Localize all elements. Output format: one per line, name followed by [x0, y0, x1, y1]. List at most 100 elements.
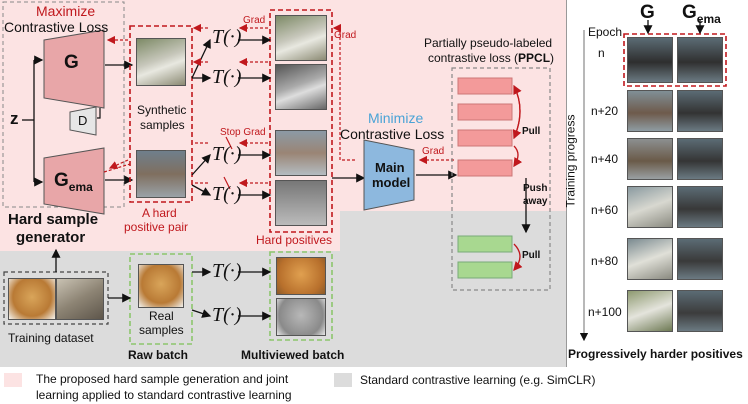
- discriminator-label: D: [78, 113, 88, 128]
- multiview-dog-2-image: [276, 298, 326, 336]
- panel-divider: [566, 0, 567, 367]
- progress-gema-row4: [677, 186, 723, 228]
- progress-gema-row1: [677, 37, 723, 83]
- maximize-loss-label: Contrastive Loss: [4, 19, 109, 35]
- transform-6: T(·): [212, 304, 242, 326]
- generator-g-shape: [43, 29, 105, 109]
- pull-label-2: Pull: [522, 250, 541, 261]
- hard-positives-box: [269, 9, 333, 233]
- progress-g-row6: [627, 290, 673, 332]
- progressively-harder-label: Progressively harder positives: [568, 347, 743, 361]
- main-model-shape: [363, 139, 415, 211]
- training-progress-label: Training progress: [563, 114, 578, 208]
- multiview-batch-label: Multiviewed batch: [241, 348, 345, 362]
- progress-gema-row5: [677, 238, 723, 280]
- pull-arc-1b: [513, 84, 522, 139]
- transform-2: T(·): [212, 66, 242, 88]
- multiview-box: [269, 251, 333, 341]
- stop-cross: [225, 136, 233, 150]
- multiview-dog-1-image: [276, 257, 326, 295]
- first-row-highlight: [623, 33, 727, 87]
- right-gema-header: Gema: [682, 2, 721, 26]
- ppcl-title-2: contrastive loss (PPCL): [428, 51, 555, 65]
- grad-main-to-hp: [332, 23, 355, 161]
- epoch-n40: n+40: [591, 152, 619, 166]
- main-model-label-2: model: [372, 175, 411, 190]
- progress-gema-row3: [677, 138, 723, 180]
- grad-back-gema: [108, 159, 129, 169]
- generator-gema-label: Gema: [54, 170, 93, 194]
- g-to-d: [97, 108, 101, 119]
- training-dataset-label: Training dataset: [8, 331, 94, 345]
- dataset-cat-image: [56, 278, 104, 320]
- standard-region: [340, 211, 566, 367]
- arrow-syn1-t2: [191, 38, 211, 79]
- legend-gray-text: Standard contrastive learning (e.g. SimC…: [360, 373, 596, 387]
- legend-pink-text: The proposed hard sample generation and …: [36, 372, 289, 386]
- stop-cross2: [223, 176, 231, 190]
- epoch-n100: n+100: [588, 305, 622, 319]
- hard-sample-generator-label-2: generator: [16, 229, 86, 246]
- real-dog-image: [138, 264, 184, 308]
- synthetic-box: [129, 25, 193, 203]
- generator-g-label: G: [64, 52, 79, 73]
- pull-arc-link: [513, 145, 523, 168]
- epoch-label: Epoch: [588, 25, 623, 39]
- epoch-n80: n+80: [591, 254, 619, 268]
- minimize-label: Minimize: [368, 110, 424, 126]
- dataset-dog-image: [8, 278, 56, 320]
- synthetic-bird-1-image: [136, 38, 186, 86]
- grad-label-3: Grad: [422, 146, 445, 157]
- epoch-n60: n+60: [591, 203, 619, 217]
- pull-label-1: Pull: [522, 126, 541, 137]
- epoch-n: n: [598, 46, 605, 60]
- progress-gema-row2: [677, 90, 723, 132]
- arrow-syn2-t: [191, 154, 211, 176]
- ppcl-box: [451, 67, 551, 291]
- pink-embedding-bars: [457, 77, 513, 177]
- hard-positive-1-image: [275, 15, 327, 61]
- maximize-label: Maximize: [36, 3, 96, 19]
- main-model-label: Main: [375, 160, 405, 175]
- transform-1: T(·): [212, 26, 242, 48]
- grad-label-2: Grad: [334, 30, 357, 41]
- minimize-loss-label: Contrastive Loss: [340, 126, 445, 142]
- progress-gema-row6: [677, 290, 723, 332]
- progress-g-row3: [627, 138, 673, 180]
- ppcl-title: Partially pseudo-labeled: [424, 36, 553, 50]
- real-samples-label: Real: [149, 309, 174, 323]
- green-embedding-bars: [457, 235, 513, 279]
- hard-positive-2-image: [275, 64, 327, 110]
- hard-pair-label: A hard: [142, 206, 177, 220]
- z-label: z: [10, 109, 19, 128]
- legend-pink-text-2: learning applied to standard contrastive…: [36, 388, 292, 402]
- push-label-2: away: [523, 196, 548, 207]
- transform-5: T(·): [212, 260, 242, 282]
- legend-gray-swatch: [334, 373, 352, 387]
- ema-update-arrow: [103, 163, 131, 173]
- hard-pair-label-2: positive pair: [124, 220, 189, 234]
- synthetic-samples-label-2: samples: [140, 118, 185, 132]
- discriminator-shape: [69, 106, 97, 136]
- arrow-syn2-t4: [191, 184, 212, 196]
- raw-batch-label: Raw batch: [128, 348, 189, 362]
- hard-positive-3-image: [275, 130, 327, 176]
- epoch-n20: n+20: [591, 104, 619, 118]
- progress-g-row2: [627, 90, 673, 132]
- grad-label-1: Grad: [243, 15, 266, 26]
- progress-g-row1: [627, 37, 673, 83]
- stop-grad-label: Stop Grad: [220, 127, 266, 138]
- arrow-real-t2: [191, 309, 212, 318]
- progress-g-row5: [627, 238, 673, 280]
- progress-g-row4: [627, 186, 673, 228]
- synthetic-bird-2-image: [136, 150, 186, 198]
- synthetic-samples-label: Synthetic: [137, 103, 187, 117]
- transform-4: T(·): [212, 183, 242, 205]
- generator-gema-shape: [43, 147, 105, 215]
- transform-3: T(·): [212, 143, 242, 165]
- hard-positives-label: Hard positives: [256, 233, 333, 247]
- right-g-header: G: [640, 2, 655, 23]
- hard-positive-4-image: [275, 180, 327, 226]
- push-label: Push: [523, 183, 548, 194]
